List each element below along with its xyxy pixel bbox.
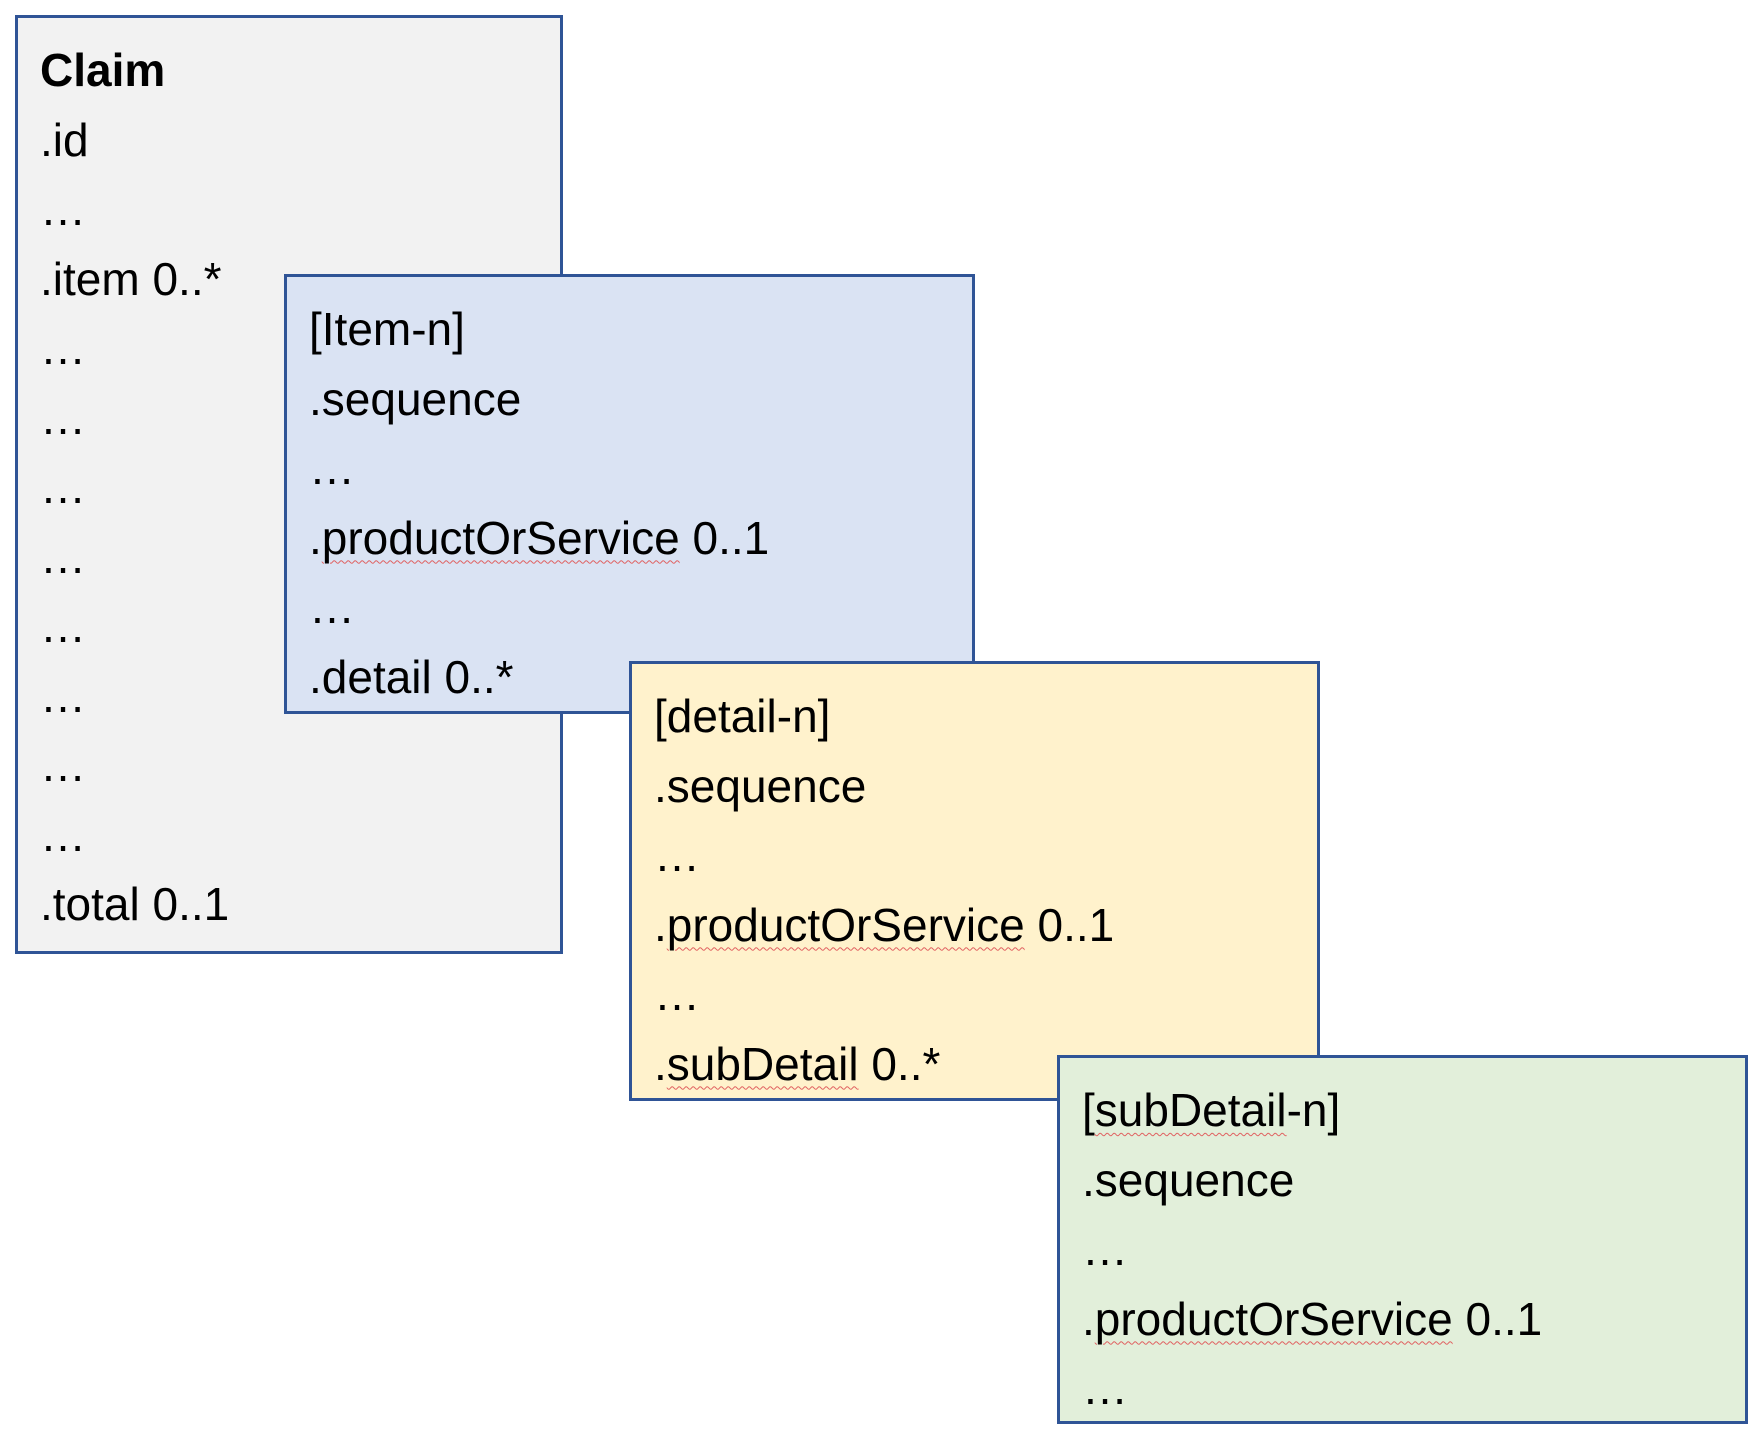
item-field-product-or-service: .productOrService 0..1 — [309, 504, 972, 574]
item-product-name: productOrService — [321, 511, 680, 564]
claim-ellipsis: … — [40, 183, 86, 235]
subdetail-field-product-or-service: .productOrService 0..1 — [1082, 1285, 1745, 1355]
claim-ellipsis: … — [40, 391, 86, 444]
claim-ellipsis: … — [40, 600, 86, 652]
subdetail-ellipsis: … — [1082, 1223, 1128, 1275]
subdetail-ellipsis: … — [1082, 1362, 1128, 1414]
item-title: [Item-n] — [309, 303, 465, 355]
claim-ellipsis: … — [40, 669, 86, 722]
subdetail-title-open: [ — [1082, 1084, 1095, 1136]
detail-product-cardinality: 0..1 — [1024, 898, 1115, 951]
item-ellipsis: … — [309, 581, 355, 633]
detail-ellipsis: … — [654, 968, 700, 1020]
item-ellipsis: … — [309, 442, 355, 494]
detail-field-product-or-service: .productOrService 0..1 — [654, 891, 1317, 961]
item-product-prefix: . — [309, 511, 322, 564]
subdetail-box: [subDetail-n] .sequence … .productOrServ… — [1057, 1055, 1748, 1424]
detail-product-name: productOrService — [666, 898, 1025, 951]
claim-ellipsis: … — [40, 808, 86, 861]
detail-sub-prefix: . — [654, 1037, 667, 1090]
subdetail-product-prefix: . — [1082, 1292, 1095, 1345]
detail-field-sequence: .sequence — [654, 759, 867, 812]
subdetail-title-name: subDetail — [1094, 1084, 1287, 1136]
claim-field-total: .total 0..1 — [40, 878, 230, 930]
subdetail-title: [subDetail-n] — [1082, 1076, 1745, 1146]
subdetail-field-sequence: .sequence — [1082, 1153, 1295, 1206]
claim-ellipsis: … — [40, 530, 86, 583]
detail-sub-name: subDetail — [666, 1037, 859, 1090]
detail-field-subdetail: .subDetail 0..* — [654, 1030, 1317, 1100]
claim-ellipsis: … — [40, 739, 86, 791]
item-field-sequence: .sequence — [309, 372, 522, 425]
detail-title: [detail-n] — [654, 690, 831, 742]
detail-box: [detail-n] .sequence … .productOrService… — [629, 661, 1320, 1101]
claim-field-item: .item 0..* — [40, 252, 222, 305]
claim-ellipsis: … — [40, 322, 86, 374]
item-box: [Item-n] .sequence … .productOrService 0… — [284, 274, 975, 714]
detail-ellipsis: … — [654, 829, 700, 881]
detail-product-prefix: . — [654, 898, 667, 951]
claim-field-id: .id — [40, 113, 89, 166]
subdetail-title-close: -n] — [1286, 1084, 1341, 1136]
claim-title: Claim — [40, 44, 166, 96]
subdetail-product-name: productOrService — [1094, 1292, 1453, 1345]
claim-ellipsis: … — [40, 461, 86, 513]
item-field-detail: .detail 0..* — [309, 650, 514, 703]
subdetail-product-cardinality: 0..1 — [1452, 1292, 1543, 1345]
detail-sub-cardinality: 0..* — [858, 1037, 941, 1090]
item-product-cardinality: 0..1 — [679, 511, 770, 564]
